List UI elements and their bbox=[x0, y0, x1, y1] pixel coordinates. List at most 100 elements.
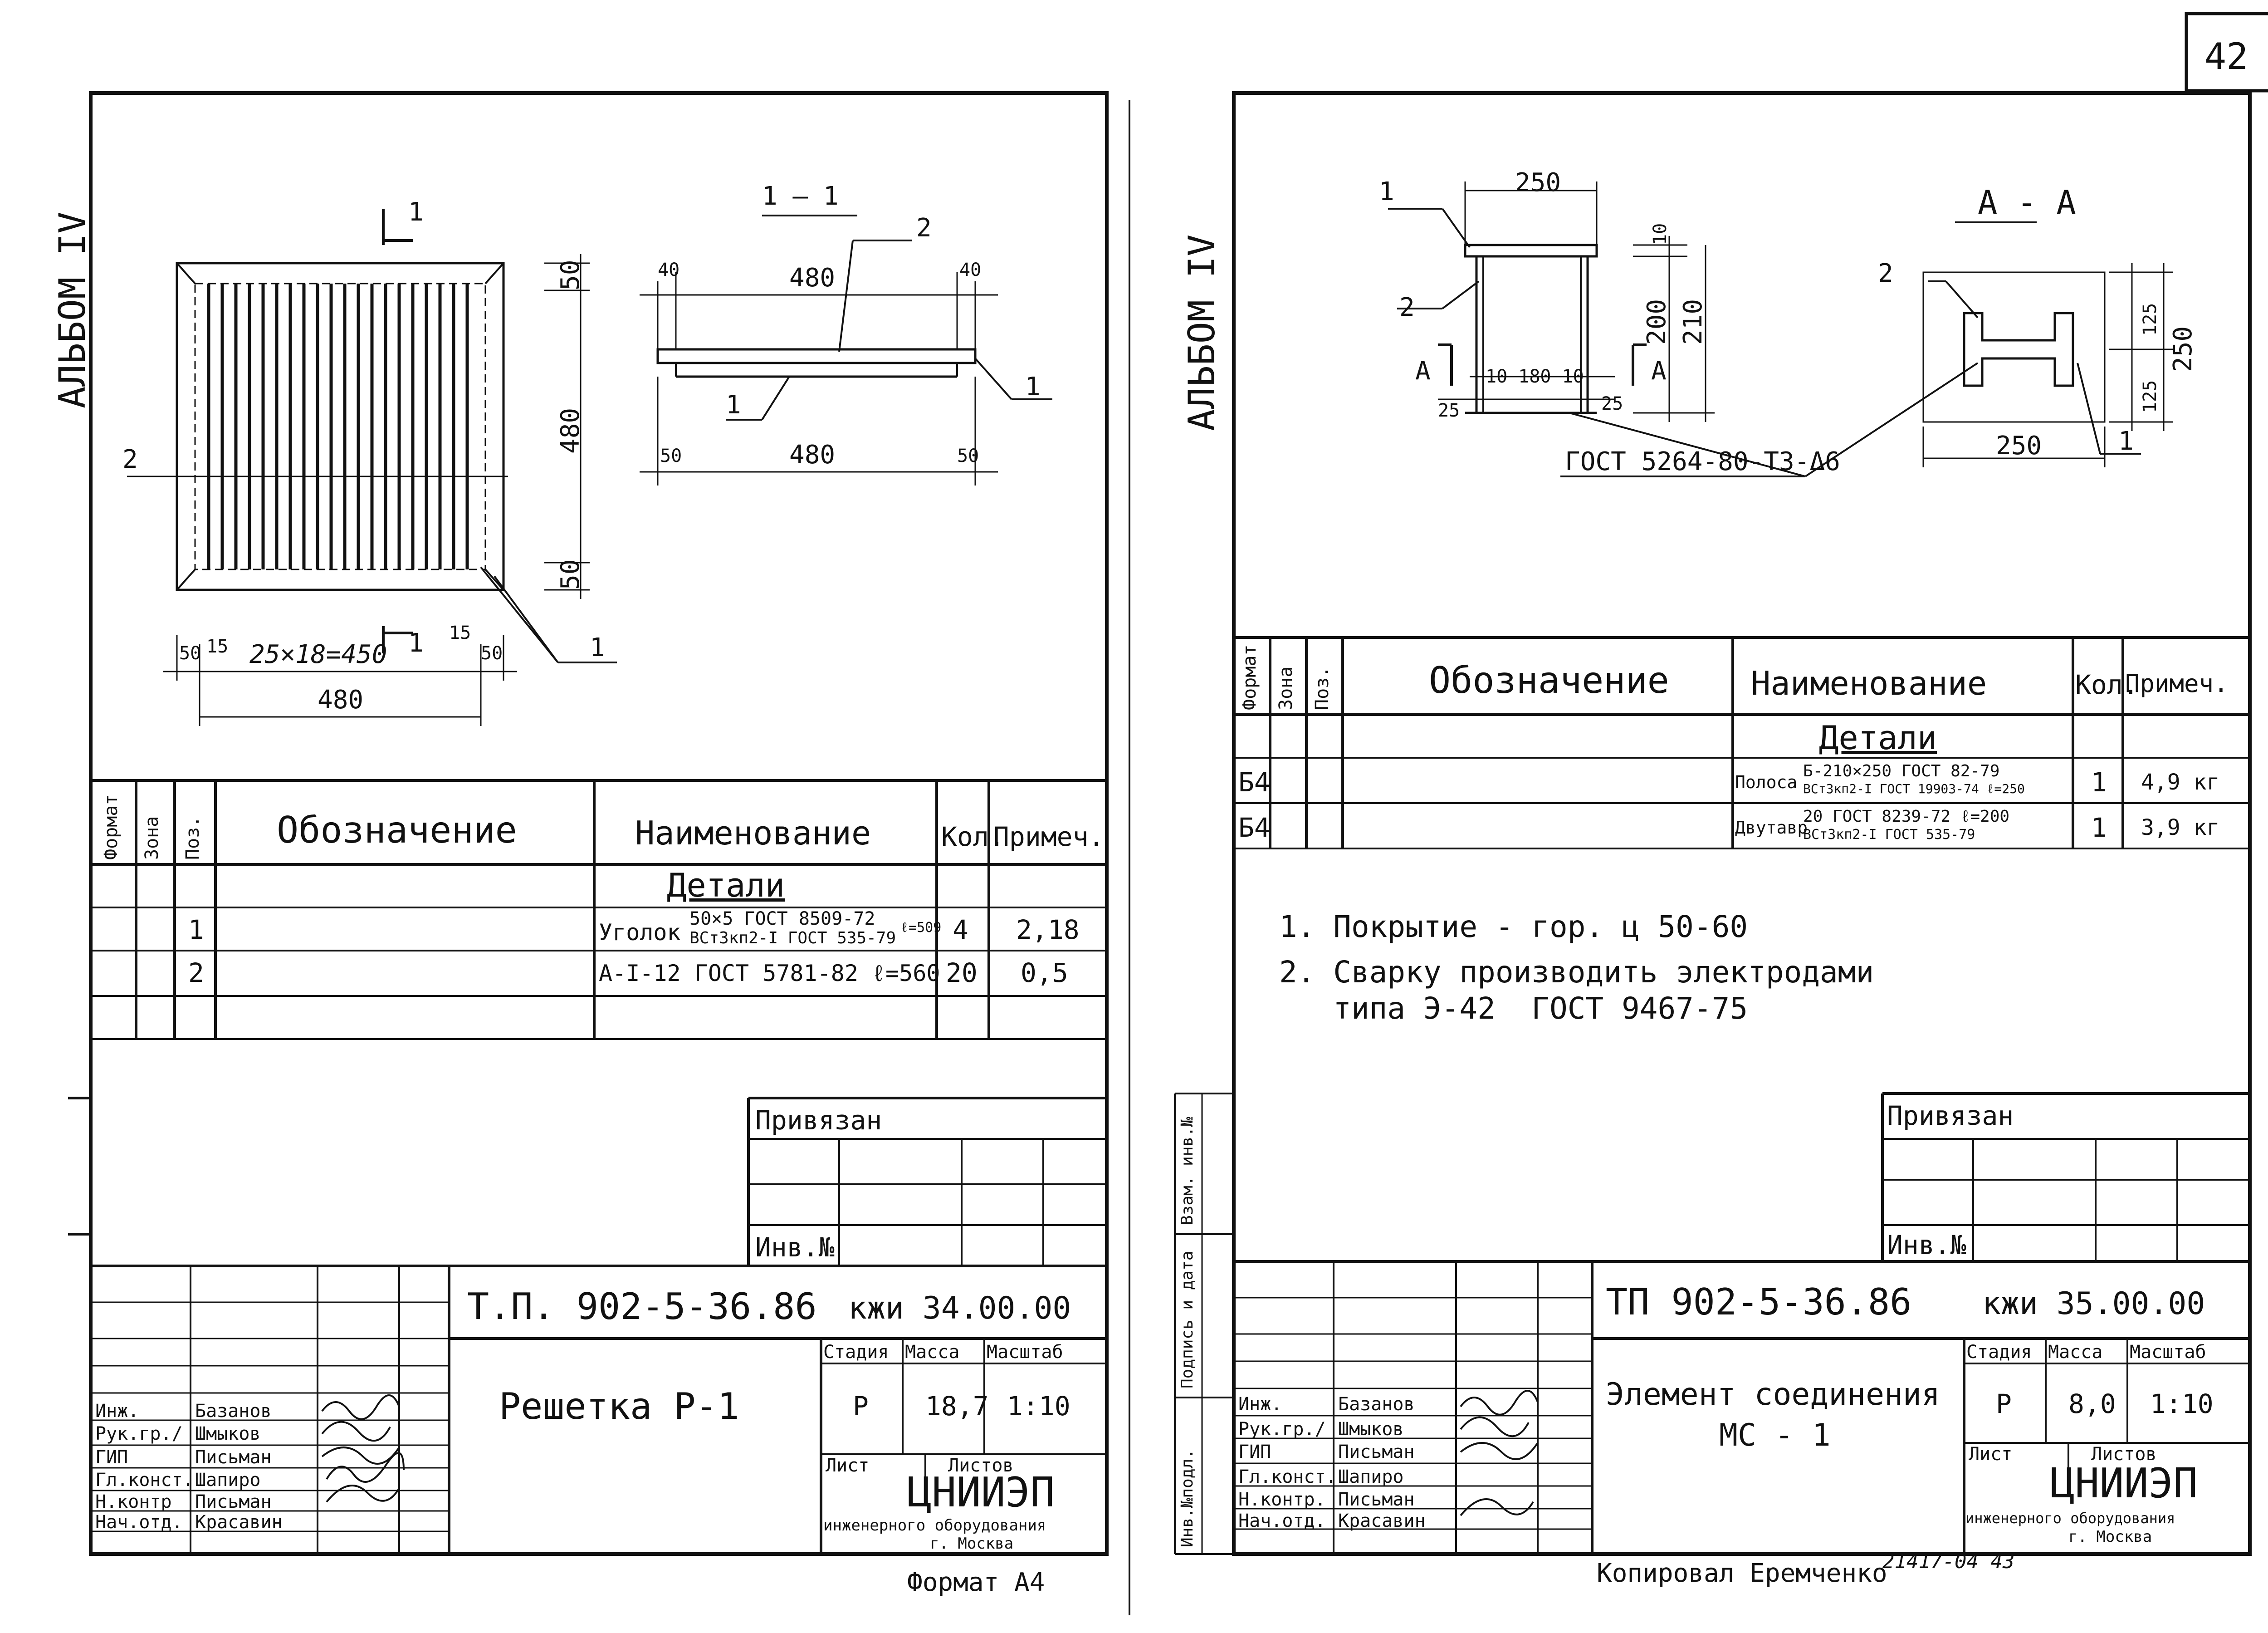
staff-role: Гл.конст. bbox=[1238, 1466, 1337, 1487]
note-3: типа Э-42 ГОСТ 9467-75 bbox=[1279, 991, 1748, 1026]
tb-sheets-h-left: Листов bbox=[948, 1455, 1014, 1476]
r-row1-format: Б4 bbox=[1238, 767, 1270, 798]
r-col-note: Примеч. bbox=[2125, 669, 2229, 698]
staff-name: Письман bbox=[195, 1491, 272, 1512]
tb-org-left: ЦНИИЭП bbox=[907, 1469, 1055, 1516]
dim-50-right: 50 bbox=[481, 643, 503, 664]
staff-role: Рук.гр./ bbox=[1238, 1419, 1326, 1440]
tb-scale-left: 1:10 bbox=[1007, 1391, 1070, 1422]
tb-city-left: г. Москва bbox=[930, 1535, 1014, 1553]
staff-role: Нач.отд. bbox=[1238, 1510, 1326, 1531]
r-row2-format: Б4 bbox=[1238, 812, 1270, 843]
row1-name-top: 50×5 ГОСТ 8509-72 bbox=[689, 908, 875, 929]
section-title: 1 — 1 bbox=[762, 181, 839, 211]
tb-org-right: ЦНИИЭП bbox=[2050, 1460, 2198, 1507]
dim-15-right: 15 bbox=[449, 623, 471, 643]
sec-dim-480-bottom: 480 bbox=[789, 440, 836, 470]
staff-role: ГИП bbox=[1238, 1442, 1271, 1462]
r-aa-dim-250-vertical: 250 bbox=[2168, 326, 2198, 372]
col-note: Примеч. bbox=[993, 821, 1105, 852]
r-row2-name-top: 20 ГОСТ 8239-72 ℓ=200 bbox=[1803, 807, 2010, 826]
tb-sheet-h-right: Лист bbox=[1969, 1444, 2013, 1465]
r-dim-200: 200 bbox=[1642, 299, 1672, 345]
tb-doc-right: кжи 35.00.00 bbox=[1982, 1286, 2205, 1322]
sec-callout-2: 2 bbox=[916, 213, 932, 243]
sec-dim-50-right: 50 bbox=[957, 446, 979, 466]
album-label-right: АЛЬБОМ IV bbox=[1181, 234, 1223, 431]
tb-scale-right: 1:10 bbox=[2150, 1388, 2214, 1419]
callout-1-plan: 1 bbox=[590, 633, 605, 662]
r-dim-250: 250 bbox=[1515, 168, 1561, 197]
row2-note: 0,5 bbox=[1021, 957, 1068, 988]
r-spec-section-title: Детали bbox=[1819, 719, 1937, 757]
page-number-frame bbox=[2185, 12, 2268, 93]
row1-pos: 1 bbox=[188, 914, 204, 945]
tb-org-sub-right: инженерного оборудования bbox=[1965, 1510, 2175, 1527]
r-section-a-left: А bbox=[1415, 356, 1431, 386]
spec-section-title: Детали bbox=[667, 866, 785, 904]
callout-2-plan: 2 bbox=[122, 445, 138, 474]
staff-name: Шапиро bbox=[1338, 1466, 1404, 1487]
col-designation: Обозначение bbox=[277, 809, 517, 851]
staff-name: Красавин bbox=[195, 1512, 283, 1533]
dim-25x18: 25×18=450 bbox=[249, 640, 387, 669]
col-pos: Поз. bbox=[182, 816, 203, 860]
tb-sheets-h-right: Листов bbox=[2091, 1444, 2157, 1465]
tb-code-right: ТП 902-5-36.86 bbox=[1606, 1281, 1912, 1323]
footer-number: 21417-04 43 bbox=[1882, 1550, 2015, 1573]
tb-city-right: г. Москва bbox=[2068, 1528, 2152, 1546]
staff-name: Базанов bbox=[1338, 1394, 1415, 1415]
r-dim-25-left: 25 bbox=[1438, 400, 1460, 421]
staff-role: Нач.отд. bbox=[95, 1512, 183, 1533]
row2-qty: 20 bbox=[946, 957, 978, 988]
row2-pos: 2 bbox=[188, 957, 204, 988]
privyazan-left: Привязан bbox=[755, 1105, 882, 1136]
col-zone: Зона bbox=[142, 816, 162, 860]
r-row2-qty: 1 bbox=[2091, 812, 2107, 843]
r-row1-name-main: Полоса bbox=[1735, 772, 1798, 792]
r-row2-name-bottom: ВСт3кп2-I ГОСТ 535-79 bbox=[1803, 827, 1975, 843]
sec-dim-480-top: 480 bbox=[789, 263, 836, 293]
r-col-zone: Зона bbox=[1276, 666, 1296, 710]
r-col-format: Формат bbox=[1239, 644, 1260, 711]
r-row2-note: 3,9 кг bbox=[2141, 815, 2220, 840]
tb-stage-h-left: Стадия bbox=[823, 1342, 889, 1363]
r-aa-dim-250-horizontal: 250 bbox=[1996, 431, 2042, 461]
r-col-pos: Поз. bbox=[1312, 666, 1333, 710]
tb-code-left: Т.П. 902-5-36.86 bbox=[467, 1285, 817, 1328]
row2-name: А-I-12 ГОСТ 5781-82 ℓ=560 bbox=[599, 960, 940, 986]
tb-mass-left: 18,7 bbox=[925, 1391, 989, 1422]
r-col-name: Наименование bbox=[1751, 664, 1987, 702]
r-row1-name-top: Б-210×250 ГОСТ 82-79 bbox=[1803, 762, 2000, 780]
staff-role: Рук.гр./ bbox=[95, 1423, 183, 1444]
tb-doc-left: кжи 34.00.00 bbox=[848, 1290, 1071, 1326]
r-aa-dim-125-top: 125 bbox=[2140, 303, 2160, 336]
staff-name: Письман bbox=[1338, 1489, 1415, 1510]
row1-qty: 4 bbox=[953, 914, 968, 945]
tb-title-right-2: МС - 1 bbox=[1719, 1417, 1831, 1453]
row1-name-main: Уголок bbox=[599, 919, 681, 946]
r-row1-name-bottom: ВСт3кп2-I ГОСТ 19903-74 ℓ=250 bbox=[1803, 781, 2025, 796]
sec-dim-40-right: 40 bbox=[959, 260, 982, 280]
footer-copied-by: Копировал Еремченко bbox=[1597, 1559, 1887, 1588]
r-aa-callout-2: 2 bbox=[1878, 259, 1893, 288]
staff-role: Гл.конст. bbox=[95, 1470, 194, 1491]
staff-name: Шмыков bbox=[195, 1423, 261, 1444]
dim-50-left: 50 bbox=[179, 643, 201, 664]
col-qty: Кол. bbox=[941, 821, 1005, 852]
tb-org-sub-left: инженерного оборудования bbox=[823, 1516, 1046, 1535]
r-row1-qty: 1 bbox=[2091, 767, 2107, 798]
dim-480-vertical: 480 bbox=[556, 407, 585, 454]
r-aa-title: А - А bbox=[1978, 183, 2076, 221]
r-callout-1: 1 bbox=[1379, 177, 1394, 206]
stamp-vzam: Взам. инв.№ bbox=[1178, 1117, 1197, 1225]
staff-name: Шмыков bbox=[1338, 1419, 1404, 1440]
tb-mass-right: 8,0 bbox=[2068, 1388, 2116, 1419]
privyazan-right: Привязан bbox=[1887, 1100, 2014, 1131]
dim-15-left: 15 bbox=[206, 636, 229, 657]
r-dim-10: 10 bbox=[1650, 223, 1671, 245]
col-format: Формат bbox=[101, 794, 122, 860]
col-name: Наименование bbox=[635, 814, 871, 852]
note-1: 1. Покрытие - гор. ц 50-60 bbox=[1279, 909, 1748, 944]
inv-no-right: Инв.№ bbox=[1887, 1230, 1966, 1260]
